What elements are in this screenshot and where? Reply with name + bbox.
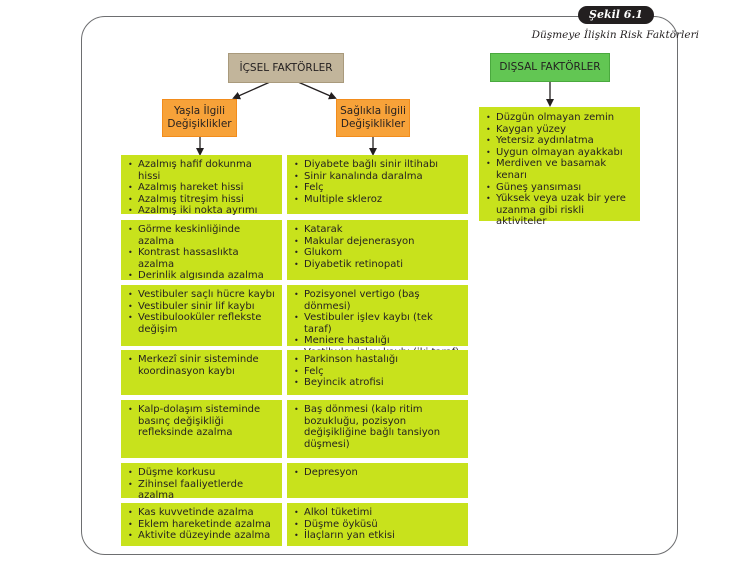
list-item: Merdiven ve basamak kenarı	[486, 158, 635, 181]
list-item: Yetersiz aydınlatma	[486, 135, 635, 147]
list-item: Azalmış hareket hissi	[128, 182, 277, 194]
list-item: Vestibuler saçlı hücre kaybı	[128, 289, 277, 301]
health-related-title-line1: Sağlıkla İlgili	[340, 105, 406, 117]
list-item: Kaygan yüzey	[486, 124, 635, 136]
external-factors-header: DIŞSAL FAKTÖRLER	[490, 53, 610, 82]
health-related-box: Parkinson hastalığıFelçBeyincik atrofisi	[287, 350, 468, 395]
list-item: Vestibulooküler reflekste değişim	[128, 312, 277, 335]
age-related-box: Kalp-dolaşım sisteminde basınç değişikli…	[121, 400, 282, 458]
list-item: Uygun olmayan ayakkabı	[486, 147, 635, 159]
internal-factors-header: İÇSEL FAKTÖRLER	[228, 53, 344, 83]
list-item: Vestibuler sinir lif kaybı	[128, 301, 277, 313]
age-related-header: Yaşla İlgili Değişiklikler	[162, 99, 237, 137]
health-related-box: Diyabete bağlı sinir iltihabıSinir kanal…	[287, 155, 468, 214]
list-item: Zihinsel faaliyetlerde azalma	[128, 479, 277, 502]
health-related-box: Pozisyonel vertigo (baş dönmesi)Vestibul…	[287, 285, 468, 358]
figure-frame	[81, 16, 678, 555]
list-item: Kalp-dolaşım sisteminde basınç değişikli…	[128, 404, 277, 439]
list-item: Azalmış titreşim hissi	[128, 194, 277, 206]
age-related-box: Azalmış hafif dokunma hissiAzalmış harek…	[121, 155, 282, 217]
list-item: Baş dönmesi (kalp ritim bozukluğu, pozis…	[294, 404, 463, 450]
list-item: Sinir kanalında daralma	[294, 171, 463, 183]
age-related-title-line2: Değişiklikler	[167, 118, 232, 130]
age-related-box: Vestibuler saçlı hücre kaybıVestibuler s…	[121, 285, 282, 346]
health-related-title-line2: Değişiklikler	[340, 118, 406, 130]
list-item: Azalmış hafif dokunma hissi	[128, 159, 277, 182]
list-item: Kontrast hassaslıkta azalma	[128, 247, 277, 270]
list-item: Diyabetik retinopati	[294, 259, 463, 271]
list-item: Multiple skleroz	[294, 194, 463, 206]
list-item: Meniere hastalığı	[294, 335, 463, 347]
list-item: Düşme korkusu	[128, 467, 277, 479]
list-item: Kas kuvvetinde azalma	[128, 507, 277, 519]
list-item: Derinlik algısında azalma	[128, 270, 277, 282]
list-item: Azalmış iki nokta ayrımı	[128, 205, 277, 217]
list-item: Katarak	[294, 224, 463, 236]
list-item: Yüksek veya uzak bir yere uzanma gibi ri…	[486, 193, 635, 228]
list-item: Pozisyonel vertigo (baş dönmesi)	[294, 289, 463, 312]
list-item: Makular dejenerasyon	[294, 236, 463, 248]
figure-title: Düşmeye İlişkin Risk Faktörleri	[531, 29, 699, 41]
health-related-header: Sağlıkla İlgili Değişiklikler	[336, 99, 410, 137]
list-item: Parkinson hastalığı	[294, 354, 463, 366]
arrow-internal-to-age	[232, 81, 271, 100]
list-item: Beyincik atrofisi	[294, 377, 463, 389]
figure-label: Şekil 6.1	[578, 6, 654, 24]
list-item: Düzgün olmayan zemin	[486, 112, 635, 124]
list-item: Düşme öyküsü	[294, 519, 463, 531]
health-related-box: KatarakMakular dejenerasyonGlukomDiyabet…	[287, 220, 468, 280]
health-related-box: Baş dönmesi (kalp ritim bozukluğu, pozis…	[287, 400, 468, 458]
age-related-box: Görme keskinliğinde azalmaKontrast hassa…	[121, 220, 282, 282]
list-item: Felç	[294, 182, 463, 194]
health-related-box: Alkol tüketimiDüşme öyküsüİlaçların yan …	[287, 503, 468, 546]
list-item: Eklem hareketinde azalma	[128, 519, 277, 531]
list-item: İlaçların yan etkisi	[294, 530, 463, 542]
list-item: Merkezî sinir sisteminde koordinasyon ka…	[128, 354, 277, 377]
list-item: Görme keskinliğinde azalma	[128, 224, 277, 247]
list-item: Diyabete bağlı sinir iltihabı	[294, 159, 463, 171]
arrow-internal-to-health	[297, 81, 337, 100]
list-item: Aktivite düzeyinde azalma	[128, 530, 277, 542]
age-related-box: Kas kuvvetinde azalmaEklem hareketinde a…	[121, 503, 282, 546]
list-item: Depresyon	[294, 467, 463, 479]
list-item: Vestibuler işlev kaybı (tek taraf)	[294, 312, 463, 335]
age-related-box: Düşme korkusuZihinsel faaliyetlerde azal…	[121, 463, 282, 501]
health-related-box: Depresyon	[287, 463, 468, 498]
list-item: Glukom	[294, 247, 463, 259]
age-related-title-line1: Yaşla İlgili	[174, 105, 225, 117]
list-item: Güneş yansıması	[486, 182, 635, 194]
external-items-box: Düzgün olmayan zeminKaygan yüzeyYetersiz…	[479, 107, 640, 227]
age-related-box: Merkezî sinir sisteminde koordinasyon ka…	[121, 350, 282, 395]
list-item: Felç	[294, 366, 463, 378]
list-item: Alkol tüketimi	[294, 507, 463, 519]
